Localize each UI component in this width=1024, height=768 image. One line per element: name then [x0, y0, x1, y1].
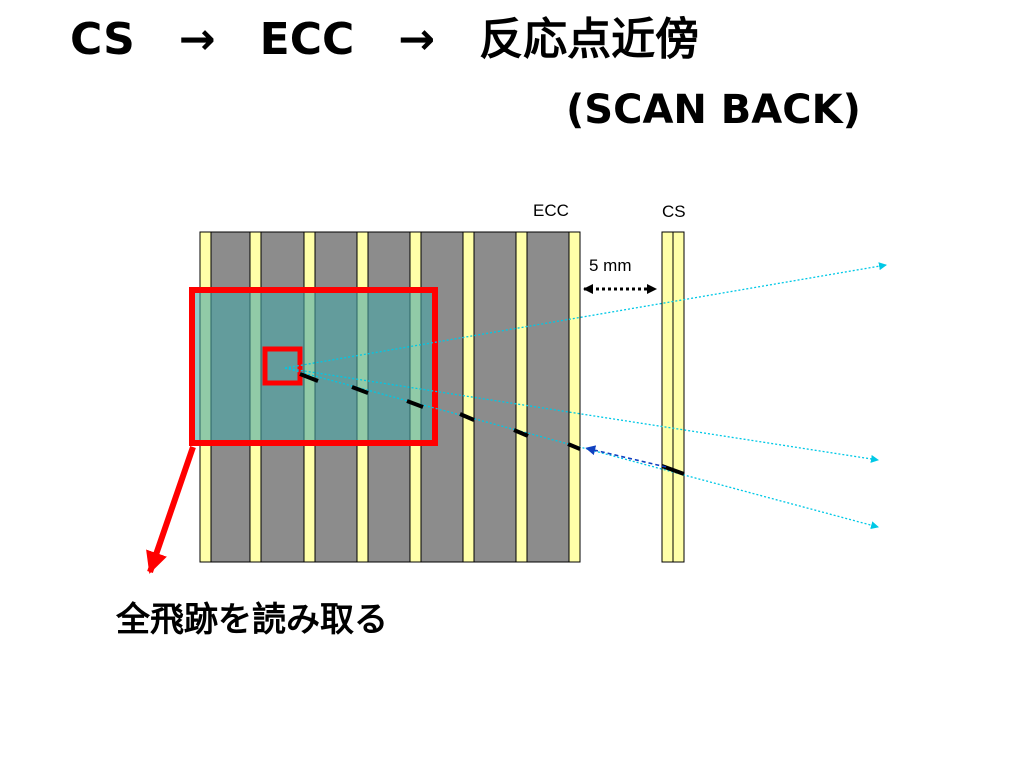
- tracks: [284, 262, 887, 530]
- track-segment: [513, 428, 529, 438]
- track-segment: [351, 385, 369, 395]
- gap-label: 5 mm: [589, 256, 632, 275]
- track-segment: [406, 399, 424, 409]
- scan-region-border: [189, 287, 438, 446]
- track-line: [284, 367, 879, 463]
- page-title: CS → ECC → 反応点近傍: [70, 14, 700, 65]
- cs-film: [661, 231, 674, 563]
- scan-region-fill: [192, 290, 435, 443]
- vertex-region-box: [262, 346, 303, 386]
- readout-caption: 全飛跡を読み取る: [116, 600, 388, 640]
- track-line: [284, 262, 887, 369]
- page-subtitle: (SCAN BACK): [566, 87, 861, 133]
- cs-film: [672, 231, 685, 563]
- ecc-label: ECC: [533, 201, 569, 220]
- scan-back-arrow: [585, 445, 667, 468]
- track-segment: [567, 442, 581, 451]
- emulsion-film: [568, 231, 581, 563]
- cs-sheet: [661, 231, 685, 563]
- track-segment: [459, 412, 475, 422]
- track-segment: [299, 372, 319, 383]
- cs-label: CS: [662, 202, 686, 221]
- readout-pointer-arrow: [146, 446, 196, 574]
- emulsion-film: [515, 231, 528, 563]
